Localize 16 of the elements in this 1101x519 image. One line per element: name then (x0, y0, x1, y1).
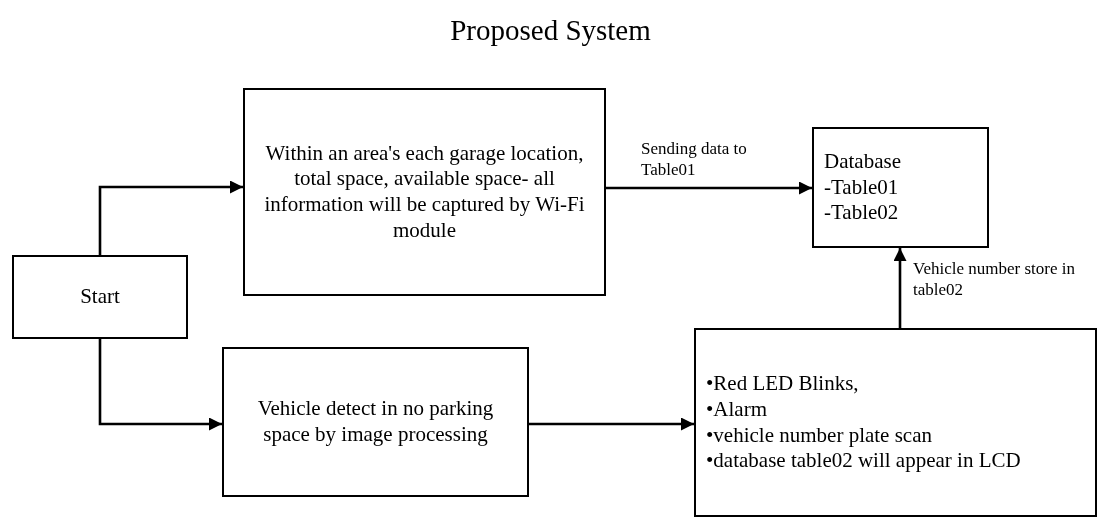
box-text: •Alarm (706, 396, 767, 423)
process-box (812, 127, 989, 248)
process-box (222, 347, 529, 497)
box-text: -Table02 (824, 200, 899, 226)
box-text: •vehicle number plate scan (706, 422, 932, 449)
process-box (694, 328, 1097, 517)
box-text: Within an area's each garage location, total space, available space- all information will be captured by Wi-Fi module (263, 140, 586, 244)
box-text: Start (80, 284, 120, 310)
box-text: •Red LED Blinks, (706, 371, 859, 397)
process-box (243, 88, 606, 296)
box-text: -Table01 (824, 174, 899, 201)
box-text: Database (824, 149, 901, 175)
diagram-title: Proposed System (449, 14, 652, 47)
process-box (12, 255, 188, 339)
box-text: •database table02 will appear in LCD (706, 448, 1021, 474)
box-text: Vehicle detect in no parking space by image processing (256, 396, 495, 448)
